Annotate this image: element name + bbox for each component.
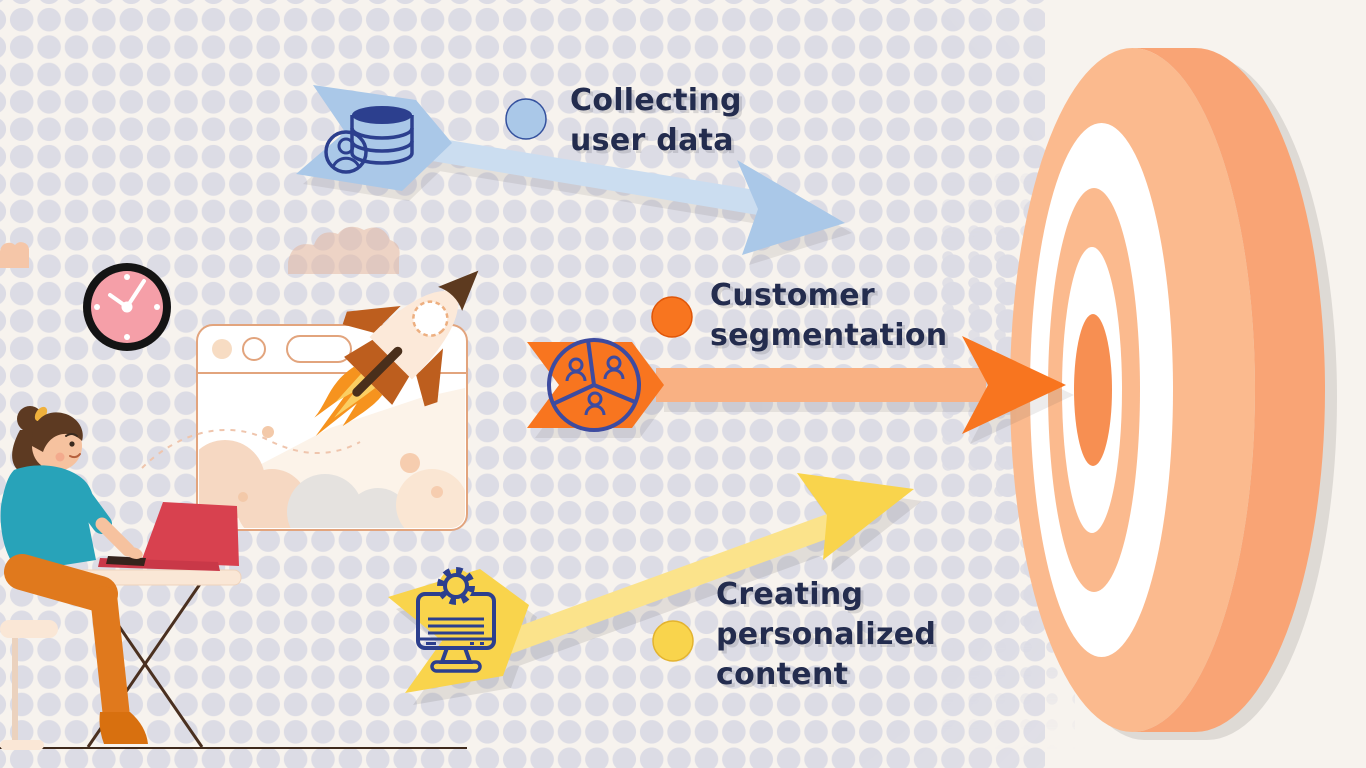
arrow-head (797, 473, 914, 560)
hand (125, 547, 143, 559)
target-side-face (1132, 48, 1325, 732)
arrow-shaft (500, 510, 846, 655)
arrow-shaft (656, 368, 986, 402)
step-bullet-1 (505, 98, 547, 140)
clock-icon (83, 263, 171, 351)
step-label-customer-segmentation: Customer segmentation (710, 278, 948, 354)
window-dot-filled (212, 339, 232, 359)
person (0, 406, 148, 744)
stool (0, 620, 58, 750)
cloud-icon (0, 226, 400, 274)
step-label-collecting-user-data: Collecting user data (570, 83, 742, 159)
window-clouds (199, 388, 465, 528)
user-database-icon (324, 106, 414, 174)
browser-window (141, 270, 479, 531)
step-label-creating-personalized-content: Creating personalized content (716, 577, 937, 693)
address-bar (286, 335, 352, 363)
arrow-shaft (432, 138, 792, 220)
arrow-head (962, 336, 1066, 434)
person-at-laptop-illustration (0, 406, 467, 750)
step-bullet-2 (651, 296, 693, 338)
forearm (95, 517, 135, 557)
pie-chart-users-icon (547, 338, 641, 432)
arrow-head (737, 160, 845, 255)
arrow-collecting-user-data (296, 85, 852, 265)
rocket-icon (314, 270, 479, 437)
arrow-creating-personalized-content (388, 473, 922, 705)
arrow-customer-segmentation (527, 336, 1074, 444)
target-bullseye-center (1074, 314, 1112, 466)
monitor-gear-icon (416, 567, 496, 673)
window-dot-outline (242, 337, 266, 361)
target-bullseye-icon (1010, 48, 1337, 740)
step-bullet-3 (652, 620, 694, 662)
dashed-trail-line (141, 429, 361, 469)
